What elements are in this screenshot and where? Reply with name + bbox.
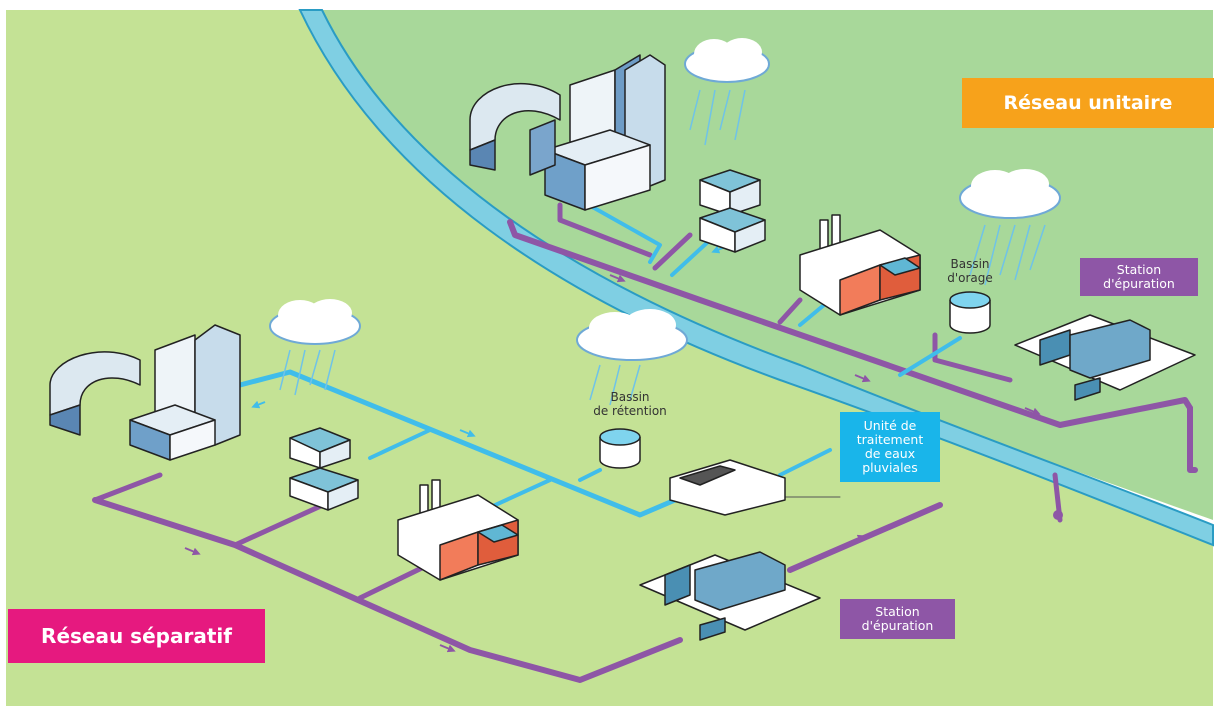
label-line: d'épuration <box>1103 276 1175 291</box>
houses-icon <box>289 427 359 511</box>
label-line: de eaux <box>864 446 916 461</box>
factory-icon <box>397 479 519 581</box>
downtown-buildings-icon <box>469 54 666 211</box>
cloud-icon <box>684 38 770 146</box>
cloud-icon <box>576 309 688 406</box>
label-unite-traitement: Unité de traitement de eaux pluviales <box>840 412 940 482</box>
label-line: d'orage <box>947 271 993 285</box>
label-reseau-separatif: Réseau séparatif <box>8 609 265 663</box>
label-line: Bassin <box>610 390 650 404</box>
cloud-icon <box>959 169 1061 286</box>
label-line: d'épuration <box>861 618 934 633</box>
downtown-buildings-icon <box>49 324 241 461</box>
label-bassin-orage: Bassin d'orage <box>935 257 1005 285</box>
label-line: Unité de <box>863 418 917 433</box>
treatment-plant-icon <box>1014 314 1196 401</box>
retention-basin-icon <box>599 428 641 469</box>
factory-icon <box>799 214 921 316</box>
label-line: pluviales <box>862 460 918 475</box>
treatment-plant-icon <box>639 551 821 641</box>
label-station-epuration-bottom: Station d'épuration <box>840 599 955 639</box>
label-line: Station <box>1116 262 1162 277</box>
label-line: traitement <box>856 432 924 447</box>
storm-basin-icon <box>949 291 991 334</box>
label-station-epuration-top: Station d'épuration <box>1080 258 1198 296</box>
label-line: Bassin <box>950 257 990 271</box>
houses-icon <box>699 169 766 253</box>
unitary-pipes <box>507 198 1198 523</box>
label-bassin-retention: Bassin de rétention <box>580 390 680 418</box>
cloud-icon <box>269 299 361 396</box>
label-line: de rétention <box>593 404 667 418</box>
label-line: Station <box>875 604 920 619</box>
stormwater-treatment-unit-icon <box>669 459 786 516</box>
label-reseau-unitaire: Réseau unitaire <box>962 78 1214 128</box>
